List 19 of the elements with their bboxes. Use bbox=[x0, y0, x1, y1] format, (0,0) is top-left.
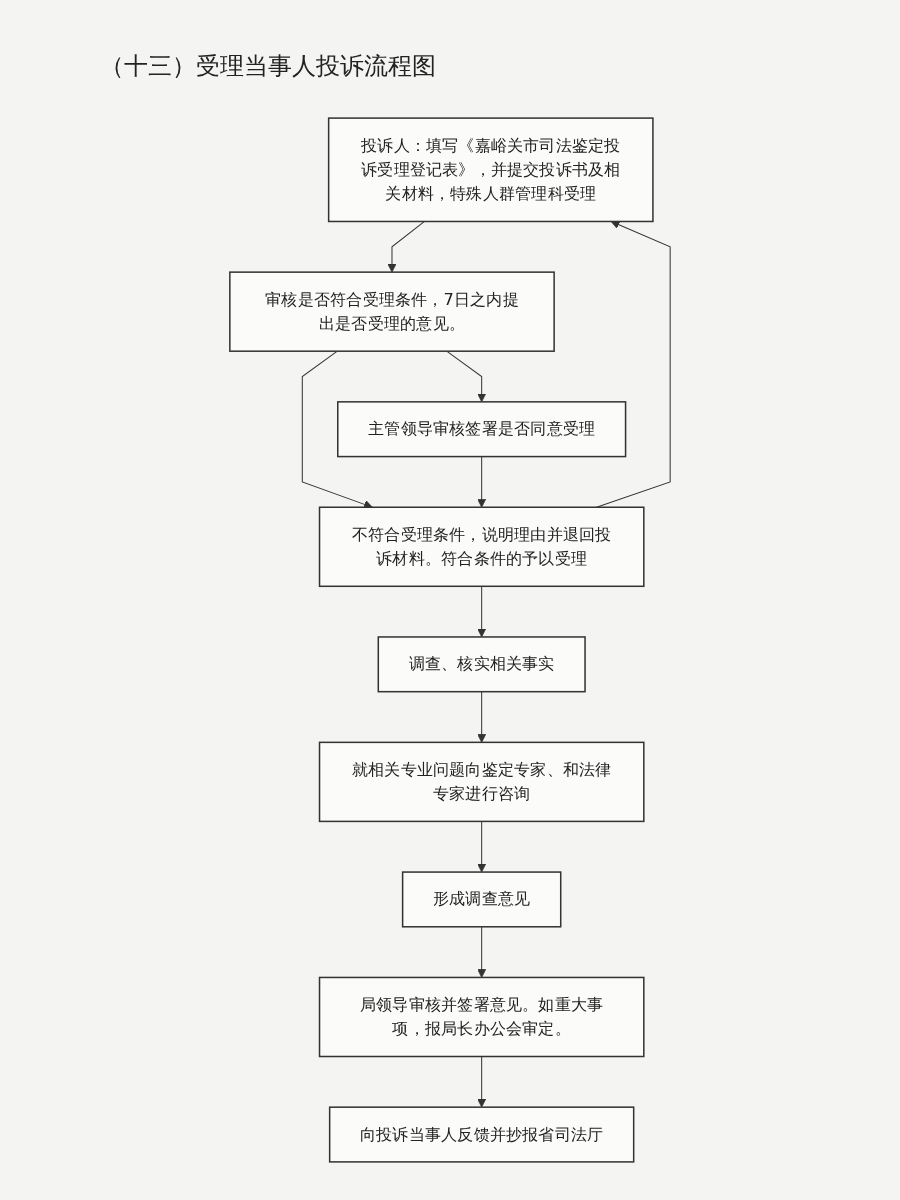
node-box: 就相关专业问题向鉴定专家、和法律专家进行咨询 bbox=[318, 741, 645, 823]
node-box: 审核是否符合受理条件，7日之内提出是否受理的意见。 bbox=[229, 271, 555, 352]
arrow bbox=[477, 820, 487, 873]
node-box: 调查、核实相关事实 bbox=[377, 636, 586, 693]
node-box: 向投诉当事人反馈并抄报省司法厅 bbox=[328, 1106, 635, 1163]
arrow bbox=[477, 1056, 487, 1108]
node-box: 局领导审核并签署意见。如重大事项，报局长办公会审定。 bbox=[318, 976, 645, 1058]
arrow bbox=[301, 350, 373, 509]
node-box: 形成调查意见 bbox=[401, 871, 562, 928]
node-box: 主管领导审核签署是否同意受理 bbox=[337, 401, 627, 458]
arrow bbox=[477, 691, 487, 743]
arrow bbox=[446, 350, 487, 403]
arrow bbox=[477, 585, 487, 638]
node-box: 不符合受理条件，说明理由并退回投诉材料。符合条件的予以受理 bbox=[318, 506, 645, 588]
arrow bbox=[387, 220, 425, 273]
arrow bbox=[477, 926, 487, 978]
diagram-title: （十三）受理当事人投诉流程图 bbox=[100, 51, 436, 82]
node-box: 投诉人：填写《嘉峪关市司法鉴定投诉受理登记表》，并提交投诉书及相关材料，特殊人群管理科受理 bbox=[327, 117, 654, 223]
arrow bbox=[477, 456, 487, 508]
